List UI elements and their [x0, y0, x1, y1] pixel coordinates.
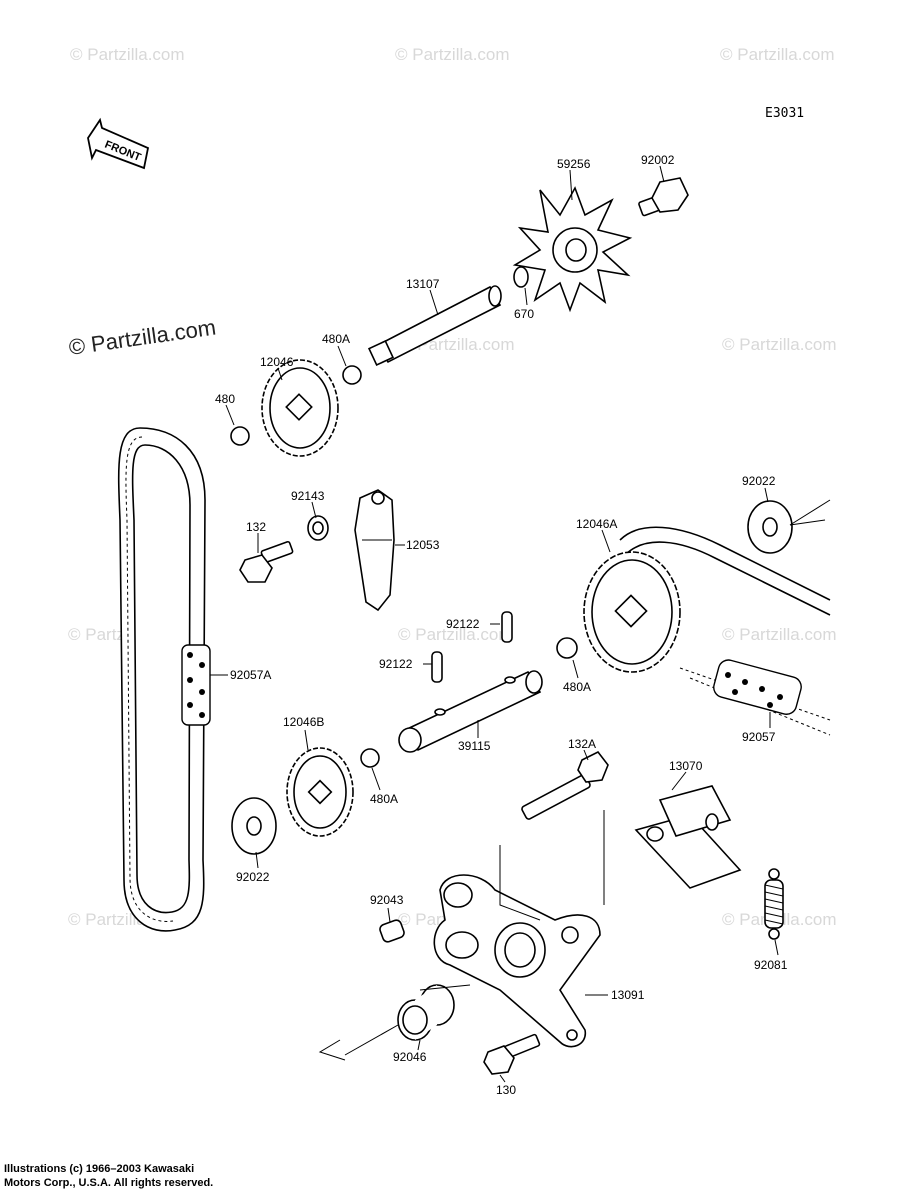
- sprocket-12046B: [286, 747, 354, 837]
- label-12046: 12046: [260, 355, 294, 369]
- guide-12053: [354, 489, 395, 612]
- label-480A-top: 480A: [322, 332, 350, 346]
- label-670: 670: [514, 307, 534, 321]
- watermark: © Partzilla.com: [720, 45, 835, 64]
- copyright-line-2: Motors Corp., U.S.A. All rights reserved…: [4, 1177, 214, 1189]
- circlip-480: [230, 426, 250, 446]
- label-92081: 92081: [754, 958, 788, 972]
- label-480A-mid: 480A: [563, 680, 591, 694]
- label-92122-b: 92122: [379, 657, 413, 671]
- circlip-480A: [342, 365, 362, 385]
- circlip-480A-mid: [556, 637, 578, 659]
- label-92143: 92143: [291, 489, 325, 503]
- label-59256: 59256: [557, 157, 591, 171]
- arm-13091: [433, 874, 601, 1048]
- watermark: © Partzilla.com: [398, 625, 513, 644]
- label-39115: 39115: [458, 739, 491, 753]
- chain-92057: [619, 526, 831, 736]
- label-13091: 13091: [611, 988, 645, 1002]
- pin-92122-b: [431, 651, 443, 683]
- oring-670: [513, 266, 529, 288]
- copyright-line-1: Illustrations (c) 1966–2003 Kawasaki: [4, 1163, 195, 1175]
- washer-92022-left: [231, 797, 277, 855]
- front-arrow-icon: FRONT: [87, 117, 150, 170]
- part-labels: 59256 92002 13107 670 12046 480A 480 921…: [215, 153, 788, 1097]
- label-132A: 132A: [568, 737, 596, 751]
- label-13107: 13107: [406, 277, 440, 291]
- sprocket-12046: [261, 359, 339, 457]
- label-13070: 13070: [669, 759, 703, 773]
- bearing-92046: [344, 984, 455, 1056]
- leader-lines: [210, 165, 779, 1083]
- label-92046: 92046: [393, 1050, 427, 1064]
- label-480A-low: 480A: [370, 792, 398, 806]
- watermark: © Partzilla.com: [70, 45, 185, 64]
- pin-92122-a: [501, 611, 513, 643]
- label-130: 130: [496, 1083, 516, 1097]
- label-12046A: 12046A: [576, 517, 617, 531]
- watermark: © Partzilla.com: [722, 335, 837, 354]
- impeller-59256: [512, 186, 633, 313]
- washer-92143: [307, 515, 329, 541]
- label-92057: 92057: [742, 730, 776, 744]
- bolt-132: [239, 540, 294, 583]
- label-92122-a: 92122: [446, 617, 480, 631]
- label-92043: 92043: [370, 893, 404, 907]
- label-92022-right: 92022: [742, 474, 776, 488]
- spring-92081: [764, 868, 784, 940]
- bolt-130: [483, 1033, 541, 1075]
- label-12046B: 12046B: [283, 715, 324, 729]
- watermark: © Partzilla.com: [395, 45, 510, 64]
- diagram-code: E3031: [765, 106, 804, 121]
- watermark: © Partzilla.com: [722, 625, 837, 644]
- bolt-92002: [638, 177, 689, 217]
- collar-92043: [379, 919, 405, 943]
- copyright-notice: Illustrations (c) 1966–2003 Kawasaki Mot…: [4, 1162, 304, 1190]
- shaft-39115: [398, 670, 543, 753]
- watermark: © Partzilla.com: [67, 315, 217, 360]
- label-92002: 92002: [641, 153, 675, 167]
- washer-92022-right: [747, 499, 831, 554]
- label-12053: 12053: [406, 538, 440, 552]
- label-480: 480: [215, 392, 235, 406]
- label-132: 132: [246, 520, 266, 534]
- slider-13070: [634, 785, 742, 889]
- label-92022-left: 92022: [236, 870, 270, 884]
- bolt-132A: [521, 750, 609, 820]
- shaft-13107: [367, 285, 502, 367]
- sprocket-12046A: [583, 551, 681, 673]
- label-92057A: 92057A: [230, 668, 271, 682]
- circlip-480A-low: [360, 748, 380, 768]
- chain-92057A: [117, 427, 211, 932]
